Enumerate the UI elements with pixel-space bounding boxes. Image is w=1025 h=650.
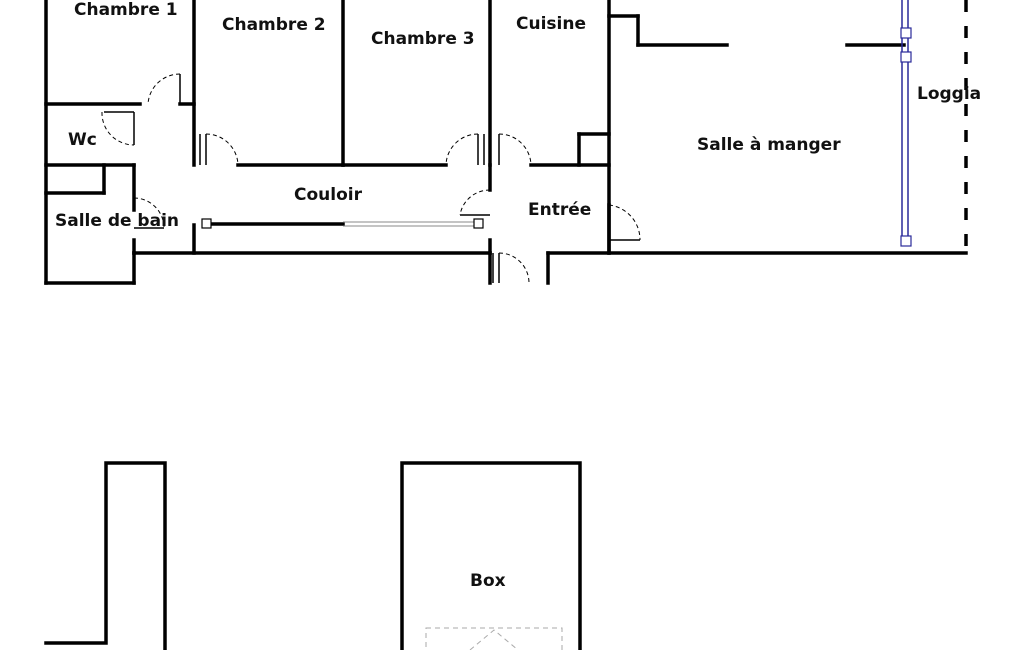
label-couloir: Couloir	[294, 185, 363, 205]
label-box: Box	[470, 571, 506, 591]
loggia-glazing	[900, 0, 912, 247]
label-chambre-3: Chambre 3	[371, 29, 475, 49]
label-salle-a-manger: Salle à manger	[697, 135, 841, 155]
label-loggia: Loggia	[917, 84, 981, 104]
doors	[101, 73, 641, 284]
label-chambre-2: Chambre 2	[222, 15, 326, 35]
label-entree: Entrée	[528, 200, 591, 220]
label-salle-de-bain: Salle de bain	[55, 211, 179, 231]
apartment-walls	[44, 0, 968, 285]
label-cuisine: Cuisine	[516, 14, 586, 34]
label-chambre-1: Chambre 1	[74, 0, 178, 20]
label-wc: Wc	[68, 130, 97, 150]
lower-structures	[44, 461, 582, 650]
